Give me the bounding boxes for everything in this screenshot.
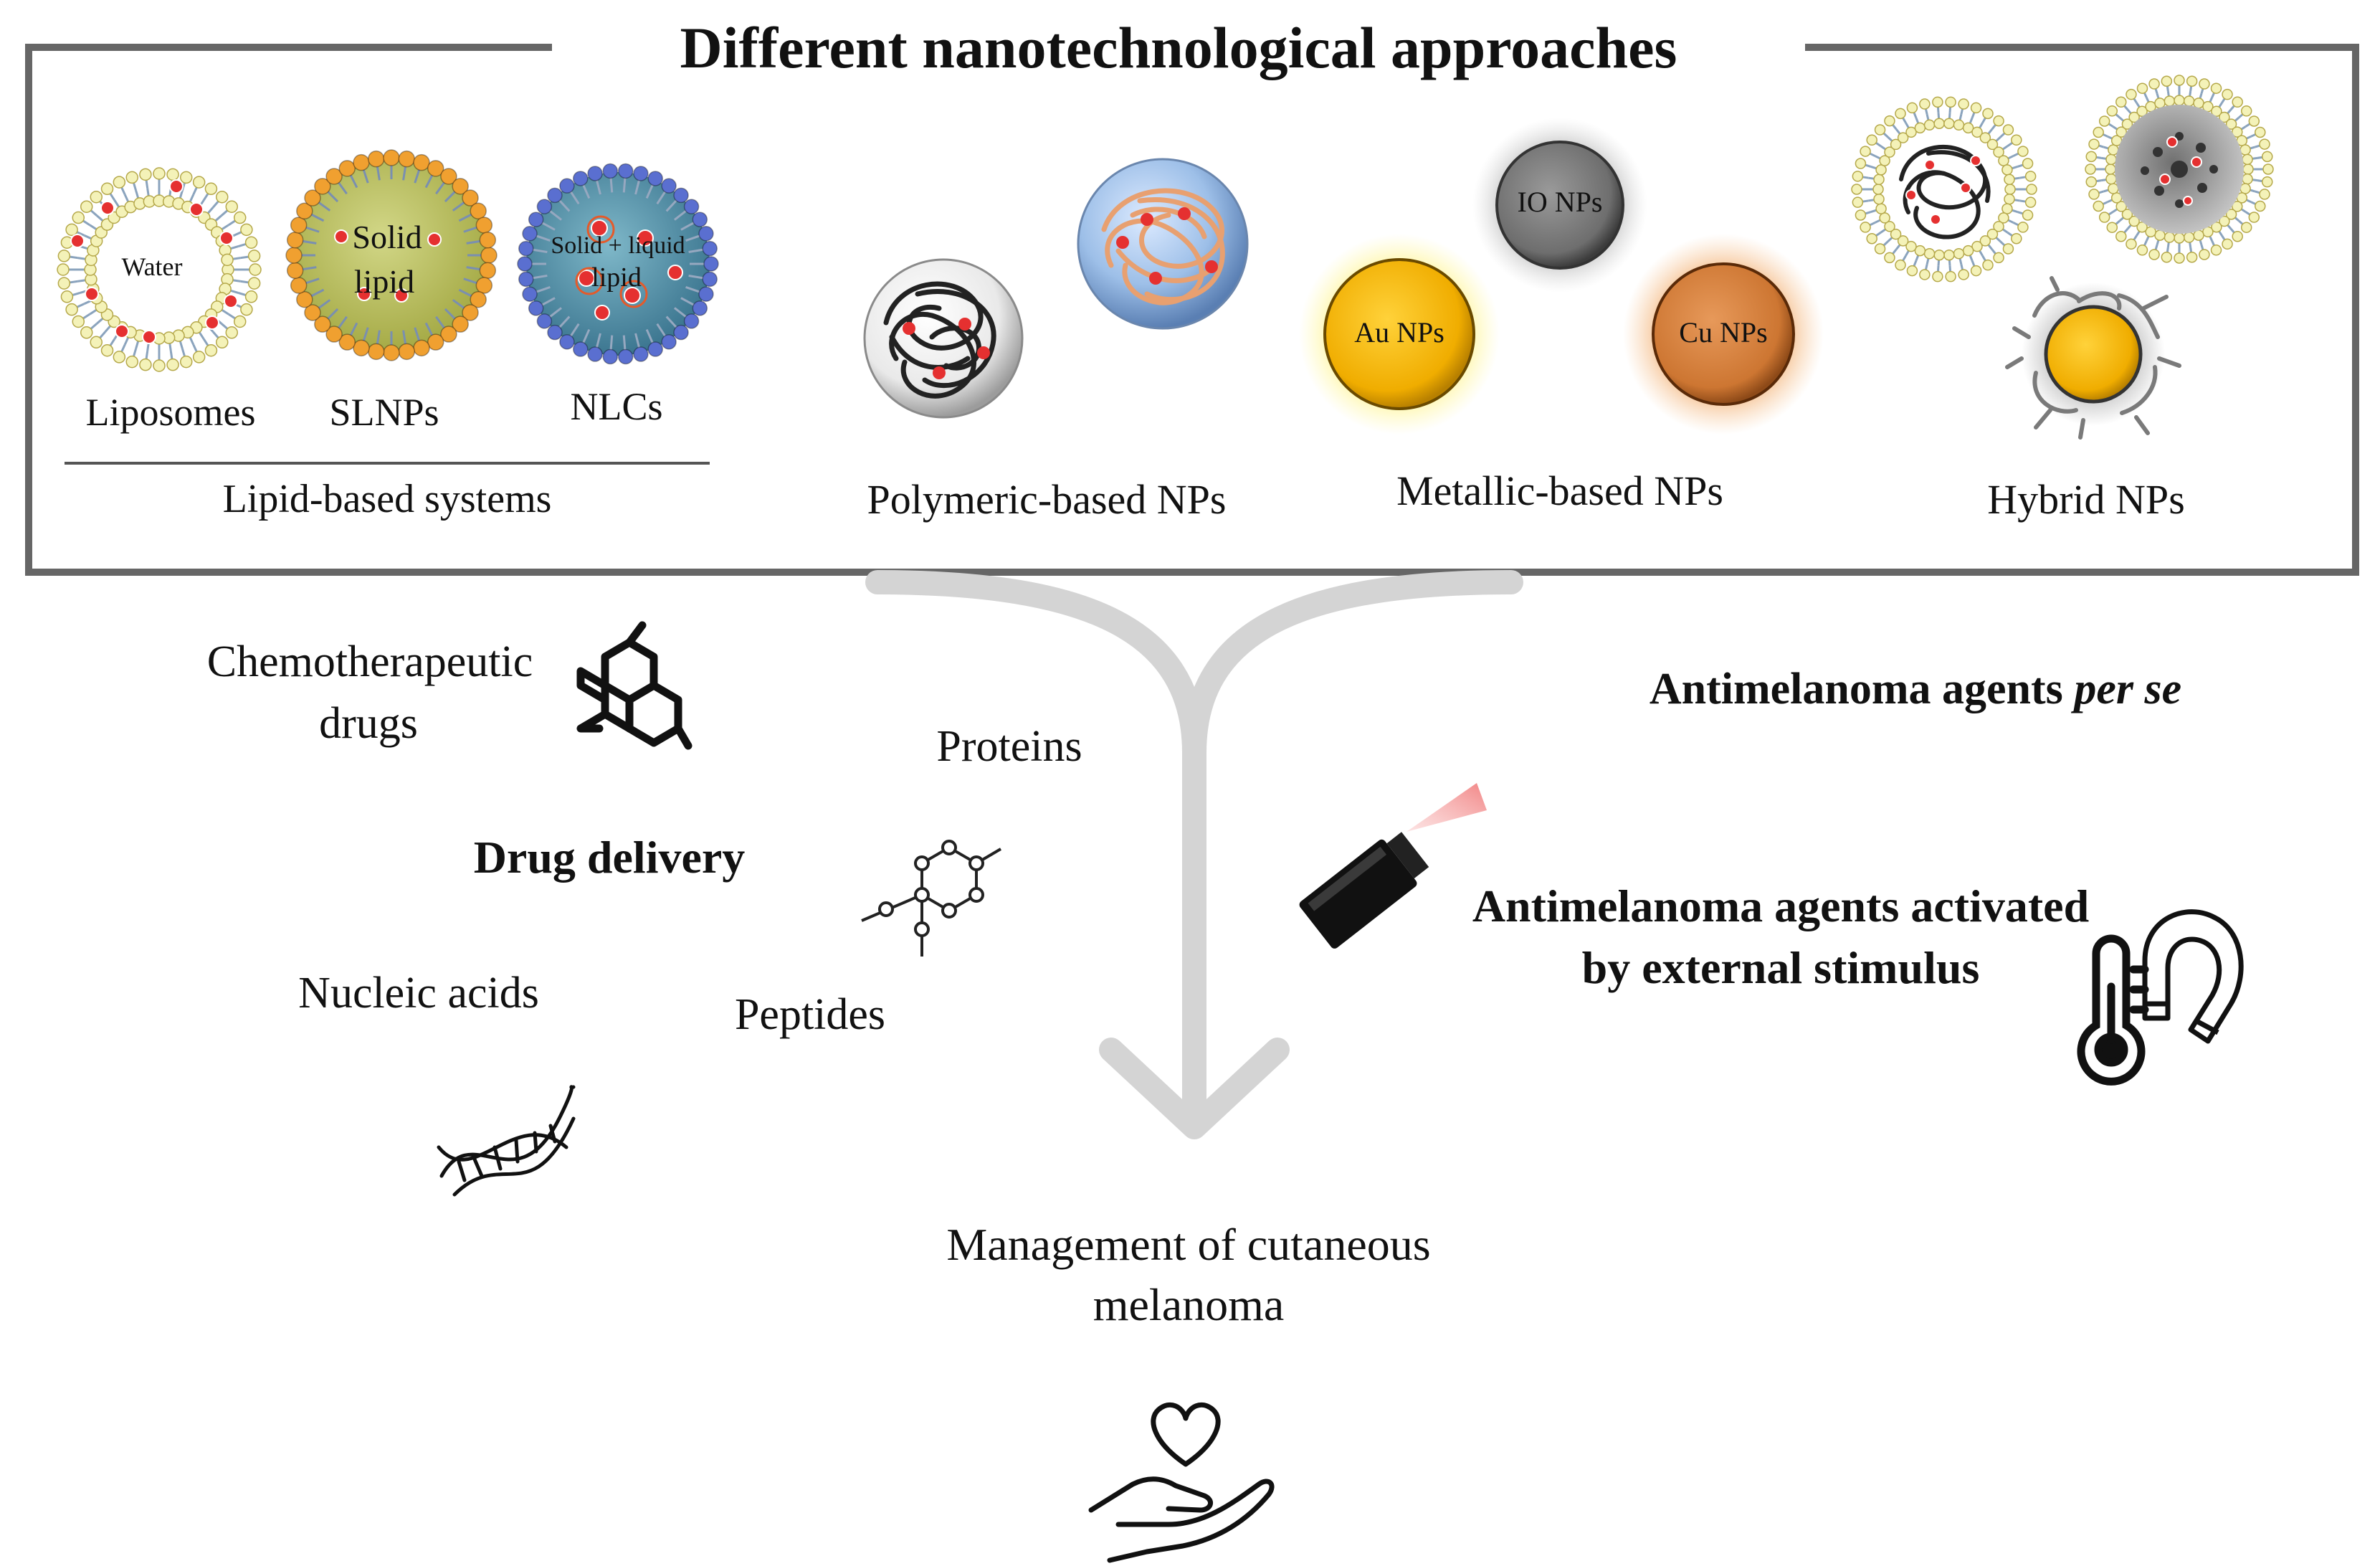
- copper-nanoparticle: [1623, 234, 1824, 435]
- cu-nps-label: Cu NPs: [1679, 316, 1768, 348]
- peptide-chain-icon: [861, 840, 1002, 957]
- slnp-inner-label-1: Solid: [352, 219, 422, 255]
- nucleic-acids-label: Nucleic acids: [298, 969, 539, 1017]
- slnp-inner-label-2: lipid: [353, 263, 415, 300]
- drug-delivery-label: Drug delivery: [473, 832, 746, 883]
- chemo-label-2: drugs: [319, 699, 418, 748]
- hybrid-lipid-polymer-nanoparticle: [1851, 96, 2037, 283]
- polymeric-nanocapsule-blue: [1077, 158, 1249, 330]
- slnps-label: SLNPs: [329, 391, 439, 434]
- hybrid-metal-polymer-nanoparticle: [2005, 276, 2181, 440]
- proteins-label: Proteins: [936, 722, 1082, 771]
- hexagon-ring-icon: [576, 621, 692, 750]
- slnp-particle: [285, 149, 498, 361]
- metallic-label: Metallic-based NPs: [1396, 468, 1723, 514]
- page-title: Different nanotechnological approaches: [658, 19, 1699, 77]
- agents-activated-label-1: Antimelanoma agents activated: [1472, 881, 2090, 931]
- chemo-label-1: Chemotherapeutic: [206, 637, 533, 686]
- heart-hand-icon: [1088, 1402, 1275, 1563]
- iron-oxide-nanoparticle: [1472, 118, 1647, 293]
- agents-per-se-label: Antimelanoma agents per se: [1650, 667, 2181, 711]
- outcome-label-1: Management of cutaneous: [946, 1219, 1431, 1270]
- agents-per-se-main: Antimelanoma agents: [1649, 665, 2075, 713]
- dna-icon: [437, 1085, 576, 1197]
- lipid-group-label: Lipid-based systems: [222, 477, 552, 521]
- approaches-frame: [25, 44, 2359, 576]
- liposome-inner-label: Water: [121, 252, 183, 281]
- thermometer-icon: [2077, 934, 2149, 1086]
- outcome-label-2: melanoma: [1093, 1279, 1285, 1330]
- au-nps-label: Au NPs: [1354, 316, 1444, 348]
- nlc-inner-label-2: lipid: [591, 262, 642, 293]
- nlc-particle: [517, 163, 719, 365]
- magnet-icon: [2142, 909, 2244, 1044]
- convergence-arrow: [865, 570, 1523, 1139]
- hybrid-lipid-mesoporous-nanoparticle: [2085, 75, 2274, 264]
- polymeric-nanosphere-white: [863, 258, 1024, 419]
- liposomes-label: Liposomes: [85, 391, 256, 434]
- nlcs-label: NLCs: [570, 385, 663, 428]
- liposome-particle: [57, 167, 262, 372]
- agents-per-se-italic: per se: [2074, 665, 2182, 713]
- polymeric-label: Polymeric-based NPs: [867, 476, 1227, 523]
- nlc-inner-label-1: Solid + liquid: [551, 232, 685, 259]
- laser-pointer-icon: [1299, 783, 1487, 949]
- gold-nanoparticle: [1299, 234, 1500, 435]
- agents-activated-label-2: by external stimulus: [1581, 942, 1980, 993]
- io-nps-label: IO NPs: [1517, 186, 1603, 218]
- peptides-label: Peptides: [734, 990, 886, 1039]
- hybrid-label: Hybrid NPs: [1987, 476, 2185, 523]
